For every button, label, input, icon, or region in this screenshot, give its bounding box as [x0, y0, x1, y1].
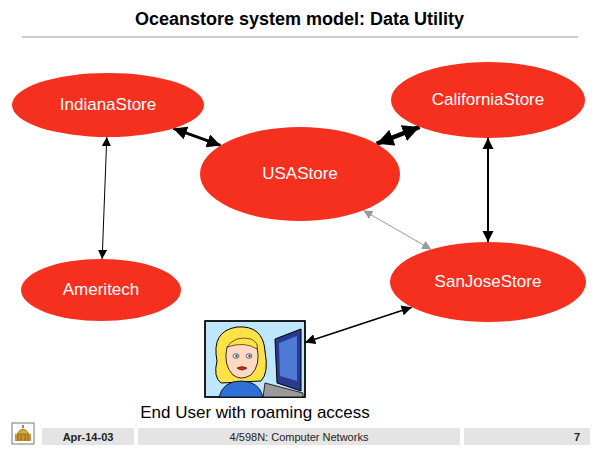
- store-name: SanJoseStore: [435, 272, 542, 292]
- ellipse-fill: [21, 259, 181, 321]
- link-arrow: [102, 137, 107, 259]
- link-arrow: [305, 307, 412, 342]
- store-ellipse: SanJoseStore: [390, 242, 586, 322]
- slide-title: Oceanstore system model: Data Utility: [0, 9, 599, 30]
- title-rule: [22, 37, 578, 38]
- end-user-figure: End User with roaming access: [135, 321, 375, 423]
- slide-number: 7: [574, 431, 580, 443]
- store-ellipse: CaliforniaStore: [391, 62, 585, 138]
- picture-anchor: [205, 321, 305, 397]
- store-name: IndianaStore: [60, 95, 156, 115]
- user-illustration: [205, 321, 305, 397]
- footer-text: Apr-14-03: [63, 431, 114, 443]
- footer-bar: [138, 428, 460, 445]
- store-ellipse: USAStore: [200, 127, 400, 221]
- footer-text: 4/598N: Computer Networks: [230, 431, 369, 443]
- link-arrow: [173, 128, 220, 145]
- logo: [12, 423, 34, 444]
- link-arrow: [487, 138, 489, 242]
- store-name: USAStore: [262, 164, 338, 184]
- ellipse-fill: [200, 127, 400, 221]
- store-ellipse: Ameritech: [21, 259, 181, 321]
- ellipse-fill: [391, 62, 585, 138]
- figure-caption: End User with roaming access: [140, 403, 370, 423]
- link-arrow: [377, 127, 420, 144]
- ellipse-fill: [390, 242, 586, 322]
- store-name: Ameritech: [63, 280, 140, 300]
- store-name: CaliforniaStore: [432, 90, 544, 110]
- ellipse-fill: [12, 73, 204, 137]
- store-ellipse: IndianaStore: [12, 73, 204, 137]
- footer-bar: [42, 428, 134, 445]
- link-arrow: [363, 210, 431, 249]
- footer-bar: [464, 428, 590, 445]
